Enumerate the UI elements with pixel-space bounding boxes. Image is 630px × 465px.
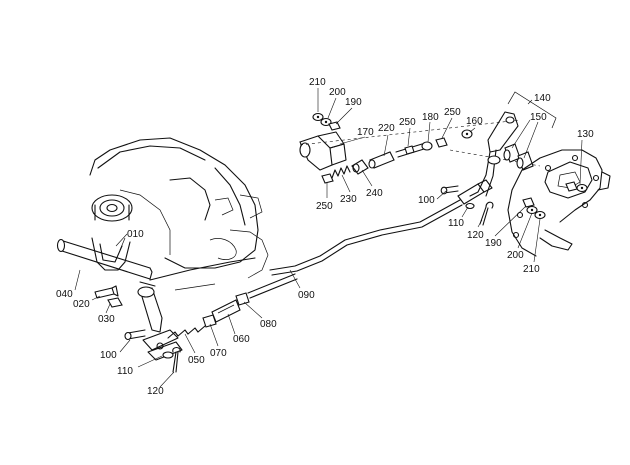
rod-end-lower [247,273,298,299]
callout-210-right: 210 [523,264,540,275]
callout-labels: 010 020 030 040 050 060 070 080 090 100 … [56,77,594,397]
nut-070 [202,314,217,328]
shift-rod-040 [56,238,153,280]
washer-110-upper [465,202,475,210]
callout-080: 080 [260,319,277,330]
callout-030: 030 [98,314,115,325]
callout-180: 180 [422,112,439,123]
shift-fork-010 [91,194,133,271]
clevis-lower [142,329,183,361]
callout-100-lower: 100 [100,350,117,361]
clevis-pin-100-lower [124,329,146,341]
nut-080 [235,292,250,306]
callout-240: 240 [366,188,383,199]
callout-110-lower: 110 [117,366,133,377]
callout-250-mid: 250 [399,117,416,128]
callout-250-right: 250 [444,107,461,118]
callout-220: 220 [378,123,395,134]
callout-210-top: 210 [309,77,326,88]
callout-250-left: 250 [316,201,333,212]
callout-190-right: 190 [485,238,502,249]
bushing-150-a [503,143,521,163]
bracket-140-range [507,91,557,129]
callout-040: 040 [56,289,73,300]
callout-090: 090 [298,290,315,301]
callout-150: 150 [530,112,547,123]
callout-140: 140 [534,93,551,104]
callout-200-top: 200 [329,87,346,98]
collar-240 [351,159,369,175]
shift-lever-arm [137,281,163,333]
nut-030 [107,297,123,308]
bracket-170 [299,131,347,171]
nut-190-top [328,121,341,131]
washer-110-lower [162,351,174,359]
transmission-housing [89,137,269,291]
washer-210-top [312,112,324,122]
callout-100-upper: 100 [418,195,435,206]
pin-220 [368,151,395,169]
nut-250-right [435,137,448,148]
nut-160 [461,129,473,139]
callout-050: 050 [188,355,205,366]
set-bolt-020 [94,285,119,299]
callout-200-right: 200 [507,250,524,261]
callout-160: 160 [466,116,483,127]
clevis-pin-100-upper [440,185,459,195]
lever-140 [469,111,519,197]
hardware-130-stack [565,181,588,193]
callout-110-upper: 110 [448,218,464,229]
callout-170: 170 [357,127,374,138]
washer-180 [421,141,433,151]
assembly-axis-top [299,119,521,146]
callout-020: 020 [73,299,90,310]
split-pin-120-lower [172,346,181,373]
leader-lines [74,88,583,388]
spring-050 [167,325,206,339]
control-rod-090 [269,199,463,276]
callout-130: 130 [577,129,594,140]
callout-190-top: 190 [345,97,362,108]
spring-230 [331,165,351,179]
callout-120-lower: 120 [147,386,164,397]
hardware-190-210-right [522,197,546,220]
callout-070: 070 [210,348,227,359]
cover-housing-130 [507,149,611,257]
callout-230: 230 [340,194,357,205]
callout-010: 010 [127,229,144,240]
turnbuckle-060 [211,299,241,323]
callout-060: 060 [233,334,250,345]
nut-250-left [321,173,334,184]
callout-120-upper: 120 [467,230,484,241]
split-pin-120-upper [479,201,494,226]
shaft-250-mid [395,143,425,158]
